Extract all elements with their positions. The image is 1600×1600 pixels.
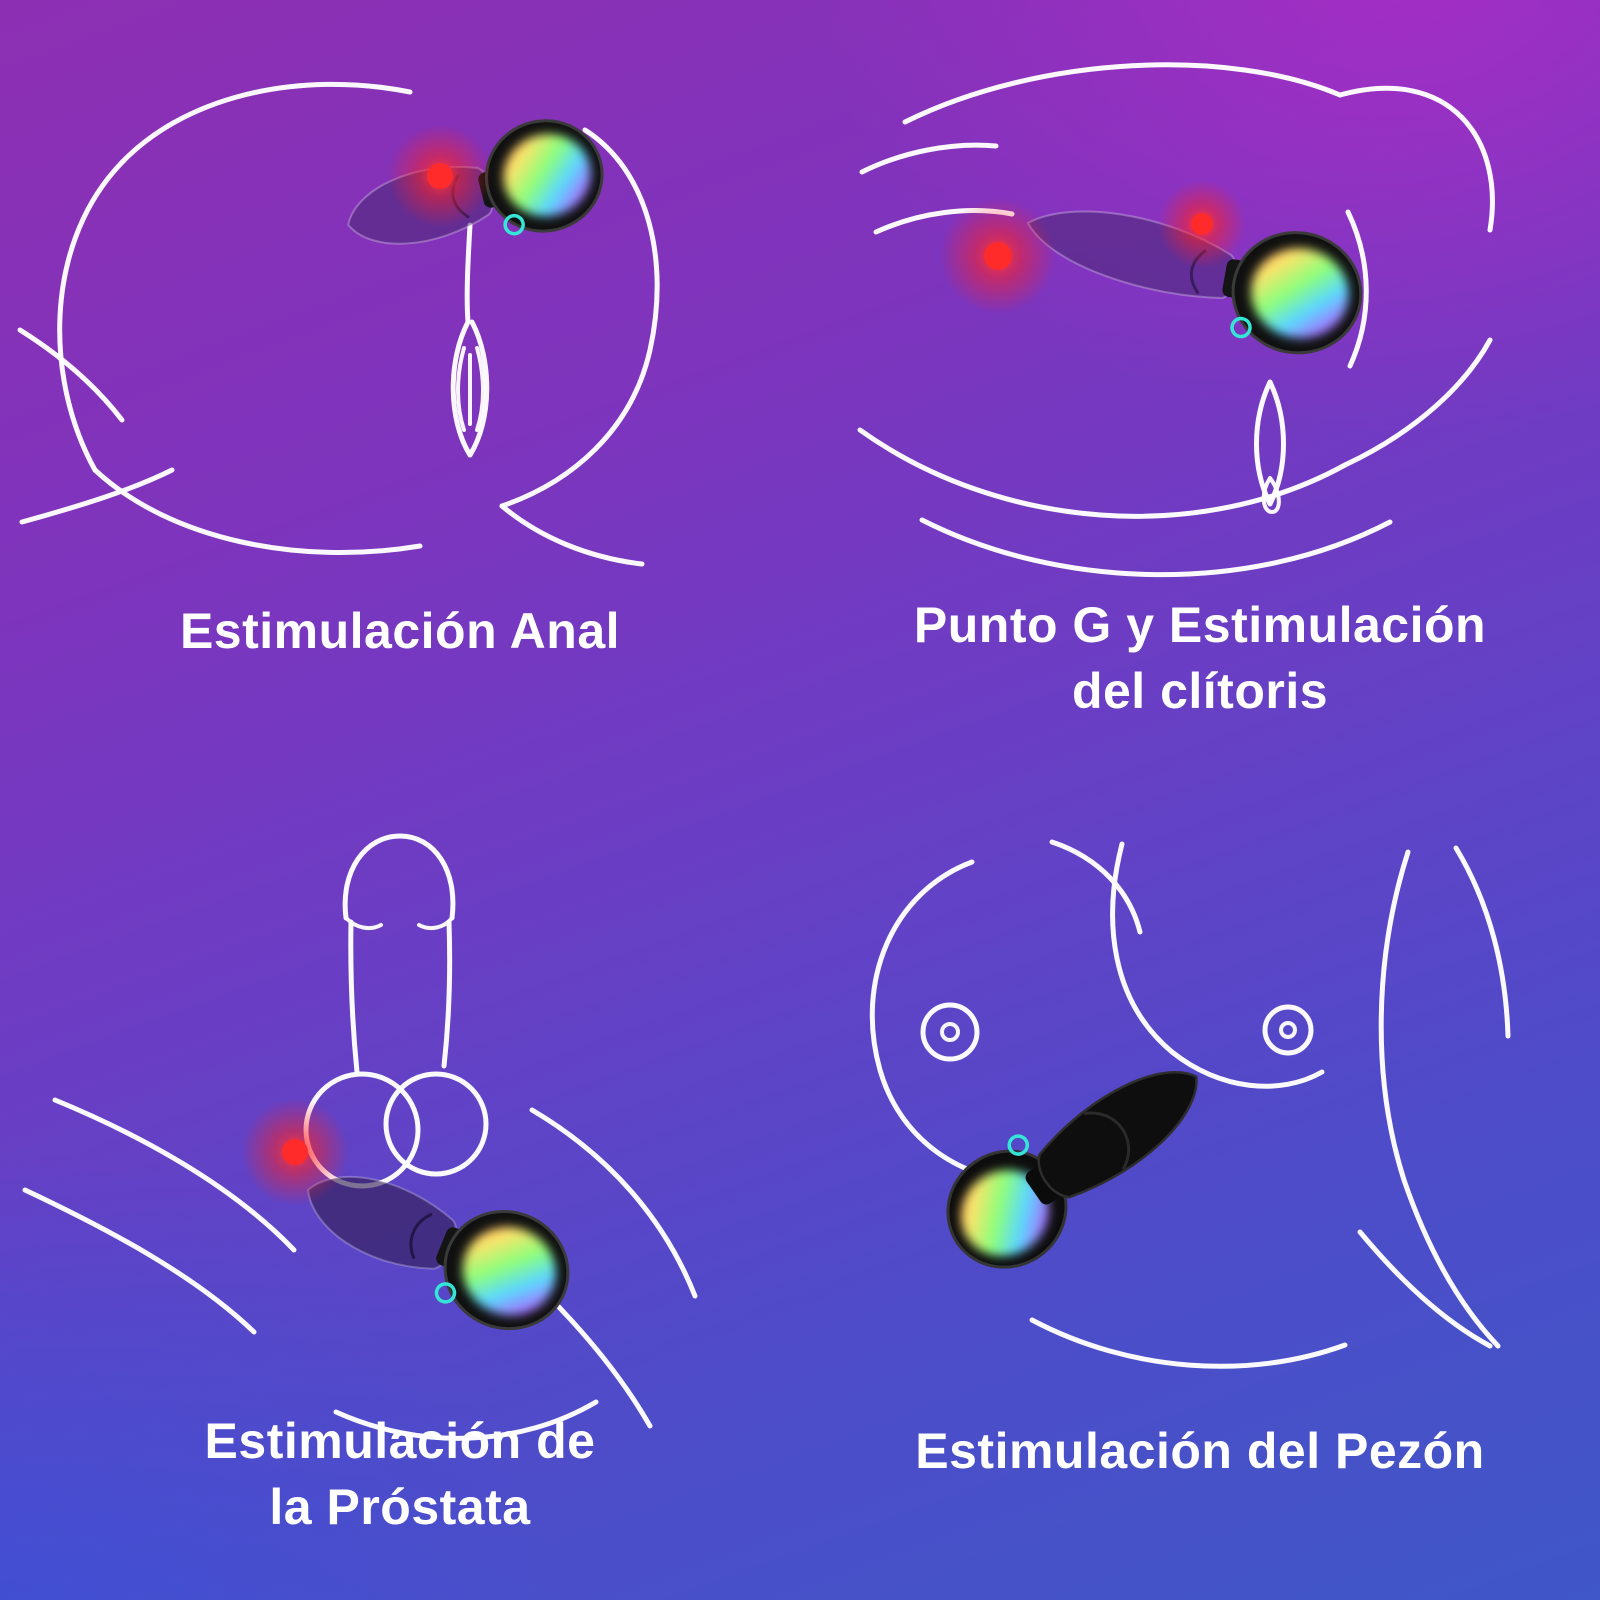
body-outline xyxy=(17,81,660,567)
red-glow-dot xyxy=(241,1098,349,1206)
body-outline xyxy=(869,839,1511,1369)
led-base xyxy=(960,1170,1049,1257)
caption-line: Estimulación del Pezón xyxy=(915,1423,1485,1479)
led-base xyxy=(462,1226,556,1316)
power-icon xyxy=(1007,1134,1030,1156)
illustration-gspot-stimulation xyxy=(857,62,1495,578)
caption-line: Estimulación Anal xyxy=(179,603,621,659)
caption-gspot: Punto G y Estimulación del clítoris xyxy=(800,592,1600,724)
caption-line: Punto G y Estimulación xyxy=(913,597,1487,653)
plug-device xyxy=(946,1071,1198,1269)
caption-anal: Estimulación Anal xyxy=(0,598,800,664)
plug-body xyxy=(1037,1071,1198,1199)
caption-line: Estimulación de xyxy=(204,1413,596,1469)
quadrant-gspot-clitoris-stimulation: Punto G y Estimulación del clítoris xyxy=(800,0,1600,800)
power-icon xyxy=(1230,316,1252,339)
led-base xyxy=(1251,248,1349,339)
power-icon xyxy=(434,1282,457,1304)
red-glow-dot xyxy=(388,124,492,228)
illustration-nipple-stimulation xyxy=(869,839,1511,1369)
caption-nipple: Estimulación del Pezón xyxy=(800,1418,1600,1484)
red-glow-dot xyxy=(940,198,1056,314)
body-outline xyxy=(857,62,1495,578)
plug-device xyxy=(307,1175,570,1331)
power-icon xyxy=(503,213,525,236)
caption-line: del clítoris xyxy=(1071,663,1329,719)
quadrant-nipple-stimulation: Estimulación del Pezón xyxy=(800,800,1600,1600)
caption-line: la Próstata xyxy=(269,1479,531,1535)
quadrant-prostate-stimulation: Estimulación de la Próstata xyxy=(0,800,800,1600)
illustration-anal-stimulation xyxy=(17,81,660,567)
illustration-prostate-stimulation xyxy=(22,833,698,1441)
led-base xyxy=(503,134,591,217)
body-outline xyxy=(22,833,698,1441)
red-glow-dot xyxy=(1158,180,1246,268)
caption-prostate: Estimulación de la Próstata xyxy=(0,1408,800,1540)
quadrant-anal-stimulation: Estimulación Anal xyxy=(0,0,800,800)
